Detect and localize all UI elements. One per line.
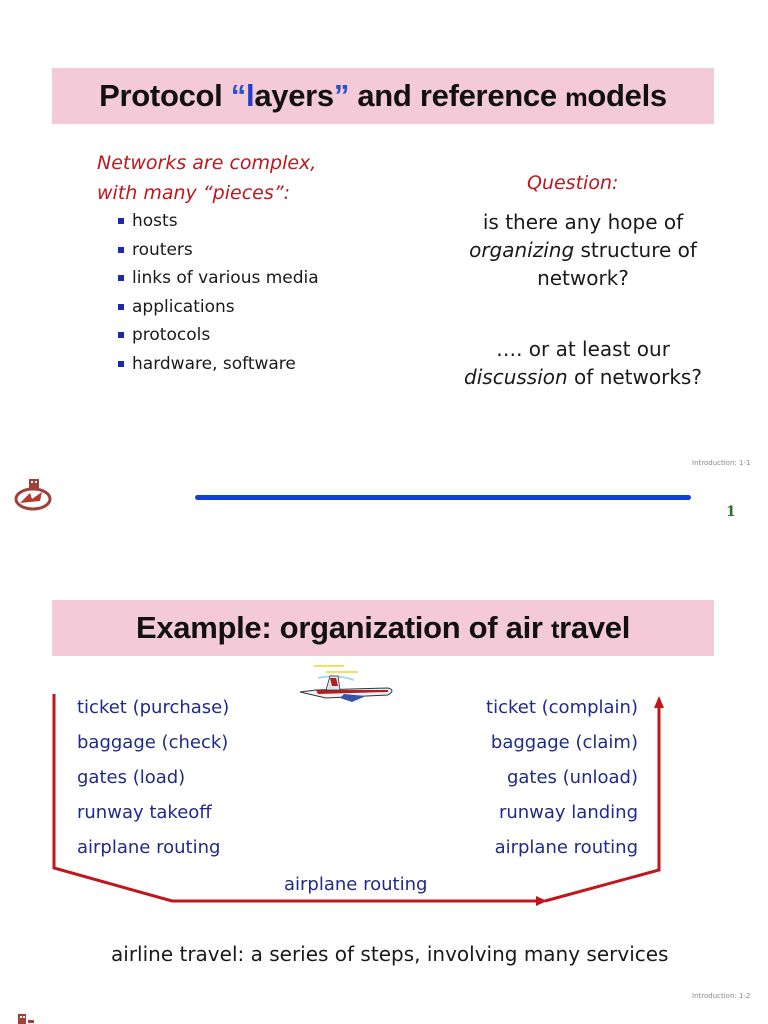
list-item: ticket (complain) xyxy=(486,697,638,718)
list-item: routers xyxy=(118,236,319,265)
slide-2-caption: airline travel: a series of steps, invol… xyxy=(111,942,669,966)
list-item: gates (load) xyxy=(77,767,186,788)
list-item: runway landing xyxy=(498,802,638,823)
list-item: airplane routing xyxy=(494,837,638,858)
bullet-square-icon xyxy=(118,246,124,253)
university-crest-icon xyxy=(18,1014,34,1024)
slide-2-footer-label: Introduction: 1-2 xyxy=(692,992,751,1000)
list-item: hosts xyxy=(118,207,319,236)
slide-1-footer-label: Introduction: 1-1 xyxy=(692,459,751,467)
followup-text: …. or at least our discussion of network… xyxy=(464,337,702,389)
middle-step: airplane routing xyxy=(284,874,428,895)
university-crest-icon xyxy=(14,479,52,511)
page-number: 1 xyxy=(726,504,736,520)
airplane-icon xyxy=(299,665,393,702)
list-item: runway takeoff xyxy=(77,802,212,823)
list-item: airplane routing xyxy=(77,837,221,858)
travel-flow-arrow xyxy=(52,694,664,906)
bullet-square-icon xyxy=(118,303,124,310)
list-item: applications xyxy=(118,293,319,322)
departure-steps: ticket (purchase) baggage (check) gates … xyxy=(77,690,229,865)
bullet-square-icon xyxy=(118,332,124,339)
slide-divider xyxy=(195,495,691,500)
pieces-list: hosts routers links of various media app… xyxy=(118,207,319,378)
list-item: protocols xyxy=(118,321,319,350)
question-label: Question: xyxy=(527,172,619,194)
bullet-square-icon xyxy=(118,360,124,367)
list-item: hardware, software xyxy=(118,350,319,379)
list-item: gates (unload) xyxy=(506,767,638,788)
list-item: baggage (check) xyxy=(77,732,229,753)
slide-1-title: Protocol “layers” and reference models xyxy=(99,78,667,113)
list-item: links of various media xyxy=(118,264,319,293)
question-text: is there any hope of organizing structur… xyxy=(469,210,697,290)
slide-1-title-bar: Protocol “layers” and reference models xyxy=(52,68,714,124)
list-item: baggage (claim) xyxy=(490,732,638,753)
bullet-square-icon xyxy=(118,275,124,282)
slide-2-title-bar: Example: organization of air travel xyxy=(52,600,714,656)
slide-2-title: Example: organization of air travel xyxy=(135,610,631,645)
list-item: ticket (purchase) xyxy=(77,697,230,718)
intro-text: Networks are complex, with many “pieces”… xyxy=(97,152,317,204)
bullet-square-icon xyxy=(118,218,124,225)
arrival-steps: ticket (complain) baggage (claim) gates … xyxy=(438,690,638,865)
